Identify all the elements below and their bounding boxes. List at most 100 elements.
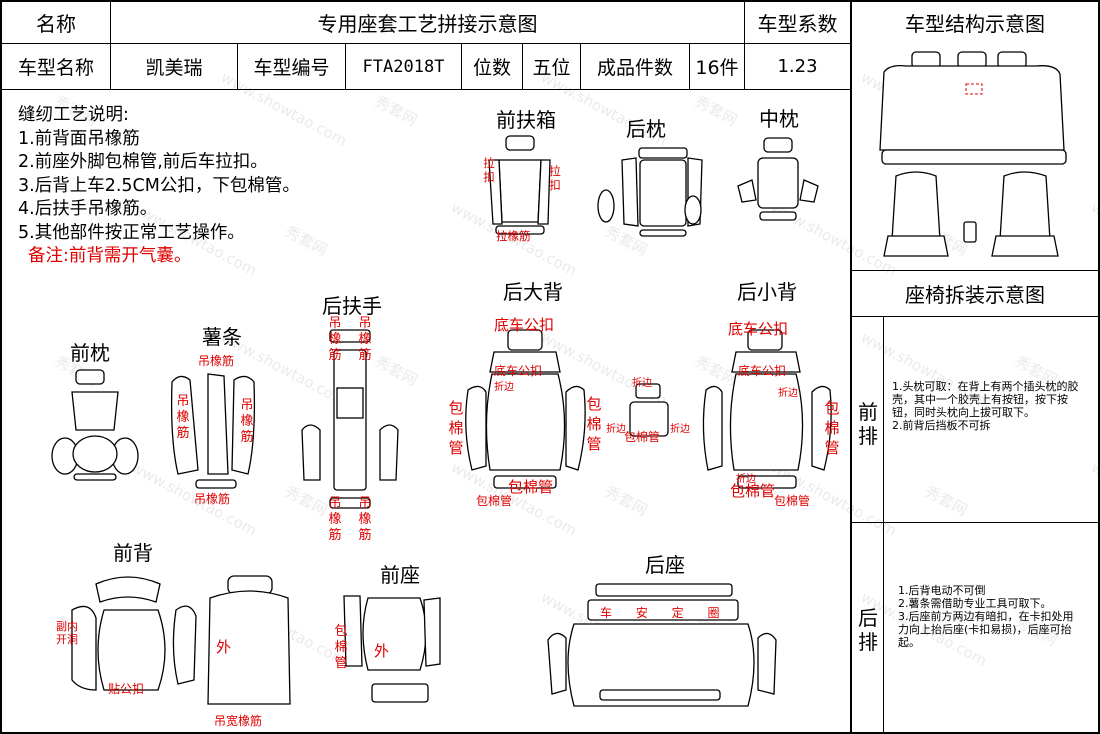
label-big-back-bao-mian-guan-left: 包棉管: [448, 399, 464, 457]
front-headrest-pieces: [51, 369, 139, 481]
front-row-label: 前排: [858, 400, 878, 448]
part-title-rear-small-back: 后小背: [737, 280, 797, 304]
label-big-back-bao-mian-guan-small: 包棉管: [476, 494, 513, 508]
front-row-notes: 1.头枕可取：在背上有两个插头枕的胶壳，其中一个胶壳上有按钮，按下按钮，同时头枕…: [892, 380, 1080, 432]
label-big-back-di-che-gong-kou: 底车公扣: [494, 316, 555, 334]
seats-label: 位数: [472, 57, 511, 79]
part-title-rear-headrest: 后枕: [626, 117, 666, 141]
part-title-middle-headrest: 中枕: [759, 107, 799, 131]
front-seat-pieces: [343, 595, 441, 703]
rear-small-back-pieces: [702, 329, 832, 489]
front-note-2: 2.前背后挡板不可拆: [892, 419, 991, 432]
label-big-back-di-che-gong-kou-2: 底车公扣: [494, 364, 543, 378]
grid-line: [851, 522, 1100, 523]
grid-line: [883, 317, 884, 732]
label-rear-armrest-top-right: 吊橡筋: [358, 316, 372, 363]
label-big-back-bao-mian-guan-bottom: 包棉管: [508, 478, 554, 496]
part-title-front-armrest-box: 前扶箱: [496, 108, 556, 132]
grid-line: [110, 0, 111, 89]
pieces-value: 16件: [695, 57, 739, 79]
grid-line: [689, 44, 690, 89]
grid-line: [461, 44, 462, 89]
grid-line: [1098, 0, 1100, 734]
part-title-rear-big-back: 后大背: [503, 280, 563, 304]
middle-headrest-pieces: [737, 137, 819, 221]
part-title-rear-armrest: 后扶手: [322, 294, 382, 318]
note-item-2: 2.前座外脚包棉管,前后车拉扣。: [18, 152, 268, 172]
label-small-back-bao-mian-guan-bottom: 包棉管: [730, 482, 776, 500]
sewing-notes: 缝纫工艺说明: 1.前背面吊橡筋 2.前座外脚包棉管,前后车拉扣。 3.后背上车…: [18, 104, 300, 269]
label-small-back-bao-mian-guan-small: 包棉管: [774, 494, 811, 508]
label-front-seat-wai: 外: [374, 642, 390, 660]
part-title-front-seat: 前座: [380, 563, 420, 587]
label-rear-armrest-bottom-left: 吊橡筋: [328, 496, 342, 543]
label-la-kou-left: 拉扣: [483, 156, 495, 184]
label-small-back-di-che-gong-kou: 底车公扣: [728, 320, 789, 338]
grid-line: [345, 44, 346, 89]
rear-note-2: 2.薯条需借助专业工具可取下。: [898, 597, 1052, 610]
model-name-value: 凯美瑞: [145, 57, 203, 79]
rear-row-label: 后排: [858, 606, 878, 654]
label-middle-zhe-bian-left: 折边: [606, 424, 626, 435]
label-la-xiang-jin: 拉橡筋: [496, 229, 531, 243]
label-middle-bao-mian-guan: 包棉管: [624, 430, 661, 444]
label-small-back-bao-mian-guan-right: 包棉管: [824, 399, 840, 457]
rear-headrest-pieces: [597, 147, 703, 237]
model-code-value: FTA2018T: [362, 56, 445, 77]
grid-line: [0, 0, 2, 734]
grid-line: [851, 270, 1100, 271]
label-fu-nei-kai-dong: 副内开洞: [56, 620, 78, 646]
part-title-front-back: 前背: [113, 541, 153, 565]
label-small-back-zhe-bian: 折边: [778, 388, 798, 399]
seats-value: 五位: [532, 57, 571, 79]
notes-remark: 备注:前背需开气囊。: [28, 246, 192, 266]
part-title-front-headrest: 前枕: [70, 341, 110, 365]
label-middle-zhe-bian-top: 折边: [632, 378, 652, 389]
note-item-3: 3.后背上车2.5CM公扣，下包棉管。: [18, 175, 300, 196]
grid-line: [0, 43, 850, 44]
document-title: 专用座套工艺拼接示意图: [317, 12, 538, 36]
name-label: 名称: [36, 12, 76, 36]
rear-seat-pieces: [547, 583, 777, 707]
front-note-1: 1.头枕可取：在背上有两个插头枕的胶壳，其中一个胶壳上有按钮，按下按钮，同时头枕…: [892, 380, 1079, 419]
front-armrest-box-pieces: [488, 135, 551, 235]
label-diao-kuan-xiang-jin: 吊宽橡筋: [214, 714, 263, 728]
front-back-pieces: [71, 575, 291, 705]
rear-note-3: 3.后座前方两边有暗扣，在卡扣处用力向上抬后座(卡扣易损)，后座可抬起。: [898, 610, 1074, 649]
grid-line: [0, 89, 850, 90]
label-diao-xiang-jin-bottom: 吊橡筋: [194, 492, 231, 506]
grid-line: [0, 732, 1100, 734]
grid-line: [237, 44, 238, 89]
rear-note-1: 1.后背电动不可倒: [898, 584, 986, 597]
sweet-potato-strip-pieces: [170, 373, 256, 489]
label-tie-gong-kou: 贴公扣: [108, 682, 145, 696]
coefficient-label: 车型系数: [757, 12, 838, 36]
note-item-1: 1.前背面吊橡筋: [18, 128, 140, 149]
label-front-seat-bao-mian-guan: 包棉管: [334, 624, 348, 671]
label-front-back-wai: 外: [216, 638, 232, 656]
label-small-back-di-che-gong-kou-2: 底车公扣: [738, 364, 787, 378]
model-code-label: 车型编号: [253, 57, 330, 79]
label-big-back-bao-mian-guan-right: 包棉管: [586, 395, 602, 453]
label-rear-armrest-bottom-right: 吊橡筋: [358, 496, 372, 543]
label-rear-armrest-top-left: 吊橡筋: [328, 316, 342, 363]
label-la-kou-right: 拉扣: [549, 164, 561, 192]
label-diao-xiang-jin-left: 吊橡筋: [176, 394, 190, 441]
part-title-sweet-potato-strip: 薯条: [202, 325, 242, 349]
note-item-4: 4.后扶手吊橡筋。: [18, 199, 158, 219]
grid-line: [744, 0, 745, 89]
disassembly-title: 座椅拆装示意图: [905, 283, 1045, 307]
label-big-back-zhe-bian: 折边: [494, 382, 514, 393]
grid-line: [850, 0, 852, 734]
grid-line: [580, 44, 581, 89]
part-title-rear-seat: 后座: [645, 553, 685, 577]
notes-heading: 缝纫工艺说明:: [18, 105, 129, 125]
grid-line: [0, 0, 1100, 2]
rear-big-back-pieces: [465, 329, 669, 489]
vehicle-structure-sketch: [879, 51, 1067, 257]
label-small-back-zhe-bian-bottom: 折边: [736, 474, 756, 485]
rear-row-notes: 1.后背电动不可倒 2.薯条需借助专业工具可取下。 3.后座前方两边有暗扣，在卡…: [898, 584, 1082, 649]
structure-title: 车型结构示意图: [905, 12, 1045, 36]
grid-line: [522, 44, 523, 89]
